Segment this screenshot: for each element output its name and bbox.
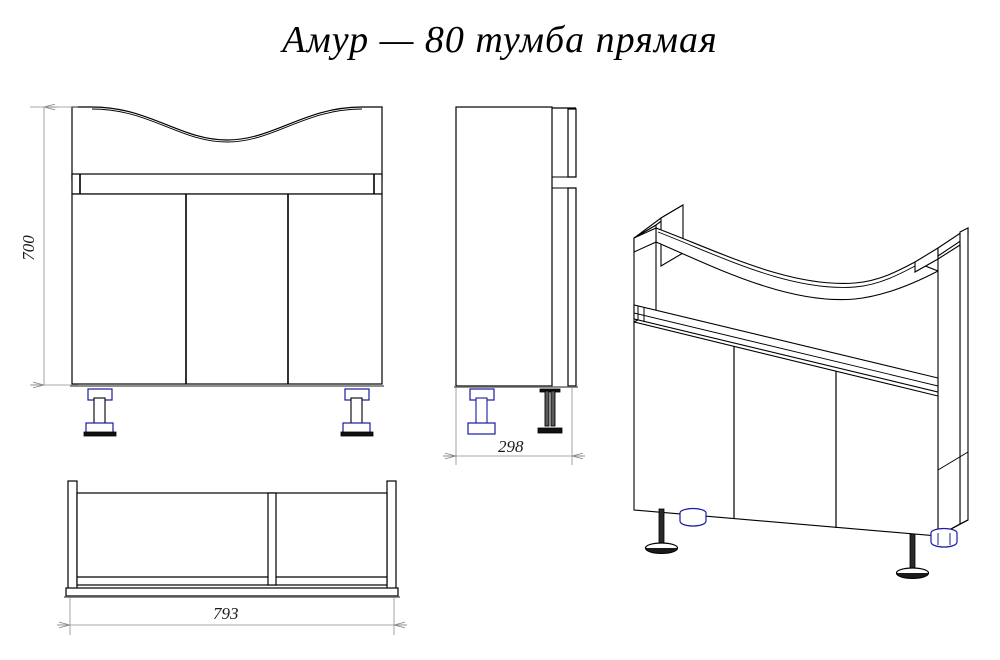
front-rail-band [71, 173, 383, 195]
side-upper-profile-strip [567, 108, 577, 178]
iso-rail-band-line [633, 312, 939, 387]
iso-right-panel-top-slope [937, 226, 969, 258]
side-cabinet-body [455, 106, 553, 387]
iso-apron-arc-edge [657, 231, 918, 288]
iso-right-back-edge [937, 451, 969, 471]
view-isometric [633, 204, 969, 580]
plan-base-band [65, 587, 399, 597]
iso-left-panel-inner [660, 204, 684, 267]
dimension-label-depth: 298 [498, 437, 524, 456]
view-front-elevation [70, 106, 384, 437]
iso-left-panel-face [633, 224, 657, 323]
view-top-plan [64, 480, 400, 598]
iso-rail-band [633, 304, 939, 393]
plan-right-wall [386, 480, 397, 594]
front-leg-right [340, 388, 374, 437]
iso-right-panel-face [937, 243, 961, 537]
iso-cabinet-front [633, 321, 939, 537]
plan-left-wall [67, 480, 78, 594]
page-title: Амур — 80 тумба прямая [282, 19, 718, 61]
dimension-label-height: 700 [18, 235, 38, 261]
side-leg-front [467, 388, 496, 435]
iso-leg-socket-right [930, 527, 958, 548]
iso-leg-left [644, 508, 679, 555]
view-side-elevation [454, 106, 578, 435]
iso-right-panel-lip [914, 247, 939, 273]
front-cabinet-body [71, 193, 383, 385]
side-lower-profile-strip [567, 187, 577, 387]
iso-curved-apron [655, 227, 940, 301]
iso-rail-left-ticks [637, 306, 645, 322]
plan-interior [76, 492, 388, 586]
front-curved-top-panel [71, 106, 383, 181]
front-arc-edge [91, 108, 363, 143]
plan-center-divider [267, 492, 277, 586]
iso-apron-left-riser [633, 227, 657, 253]
side-leg-rear [537, 388, 563, 434]
front-leg-left [83, 388, 117, 437]
iso-right-panel-edge [959, 227, 969, 525]
iso-leg-right [895, 533, 930, 580]
iso-bottom-right-edge [937, 519, 969, 537]
iso-left-panel-top [633, 204, 684, 239]
dimension-label-width: 793 [213, 604, 239, 623]
iso-leg-socket-left [679, 507, 707, 527]
